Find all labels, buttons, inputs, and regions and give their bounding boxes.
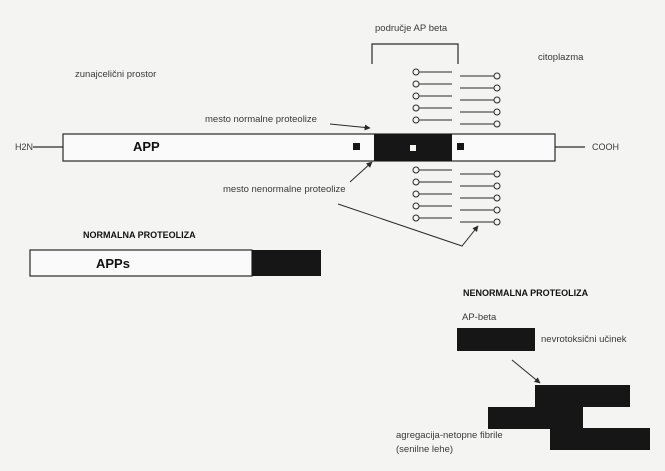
- ap-beta-region-bracket: [371, 43, 459, 64]
- lipid-head: [412, 116, 420, 124]
- cleavage-marker-left: [353, 143, 360, 150]
- lipid-head: [412, 190, 420, 198]
- lipid-head: [493, 170, 501, 178]
- fibril-block-3: [550, 428, 650, 450]
- lipid-head: [493, 194, 501, 202]
- lipid-head: [493, 72, 501, 80]
- membrane-lipids-upper: [412, 68, 501, 128]
- ap-beta-label: AP-beta: [462, 312, 497, 323]
- apps-dark-segment: [252, 250, 321, 276]
- membrane-lipids-lower: [412, 166, 501, 226]
- lipid-head: [412, 214, 420, 222]
- extracellular-label: zunajcelični prostor: [75, 69, 157, 80]
- lipid-head: [412, 80, 420, 88]
- lipid-head: [493, 218, 501, 226]
- abnormal-proteolysis-heading: NENORMALNA PROTEOLIZA: [463, 288, 589, 298]
- lipid-head: [412, 92, 420, 100]
- h2n-label: H2N: [15, 142, 34, 152]
- lipid-head: [493, 108, 501, 116]
- abnormal-site-label: mesto nenormalne proteolize: [223, 184, 346, 195]
- app-label: APP: [133, 139, 160, 154]
- senile-plaques-label: (senilne lehe): [396, 444, 454, 455]
- cooh-label: COOH: [592, 142, 619, 152]
- aggregation-arrow: [511, 359, 541, 384]
- lipid-head: [412, 178, 420, 186]
- aggregation-label: agregacija-netopne fibrile: [396, 430, 503, 441]
- lipid-head: [493, 84, 501, 92]
- lipid-head: [412, 166, 420, 174]
- fibril-block-1: [535, 385, 630, 407]
- app-protein-bar: [62, 133, 556, 162]
- lipid-head: [412, 68, 420, 76]
- normal-proteolysis-heading: NORMALNA PROTEOLIZA: [83, 230, 196, 240]
- apps-bar: [29, 249, 253, 277]
- ap-beta-fragment: [457, 328, 535, 351]
- lipid-head: [493, 120, 501, 128]
- apps-label: APPs: [96, 256, 130, 271]
- fibril-block-2: [488, 407, 583, 429]
- lipid-head: [412, 104, 420, 112]
- lipid-head: [493, 182, 501, 190]
- lipid-head: [493, 96, 501, 104]
- neurotoxic-effect-label: nevrotoksični učinek: [541, 334, 627, 345]
- abnormal-proteolysis-arrow-right: [337, 203, 479, 247]
- lipid-head: [412, 202, 420, 210]
- ap-beta-marker: [410, 145, 416, 151]
- ap-beta-region-label: područje AP beta: [375, 23, 448, 34]
- abnormal-proteolysis-arrow-left: [349, 161, 373, 183]
- normal-site-label: mesto normalne proteolize: [205, 114, 317, 125]
- cleavage-marker-right: [457, 143, 464, 150]
- normal-proteolysis-arrow: [329, 123, 371, 131]
- lipid-head: [493, 206, 501, 214]
- cytoplasm-label: citoplazma: [538, 52, 584, 63]
